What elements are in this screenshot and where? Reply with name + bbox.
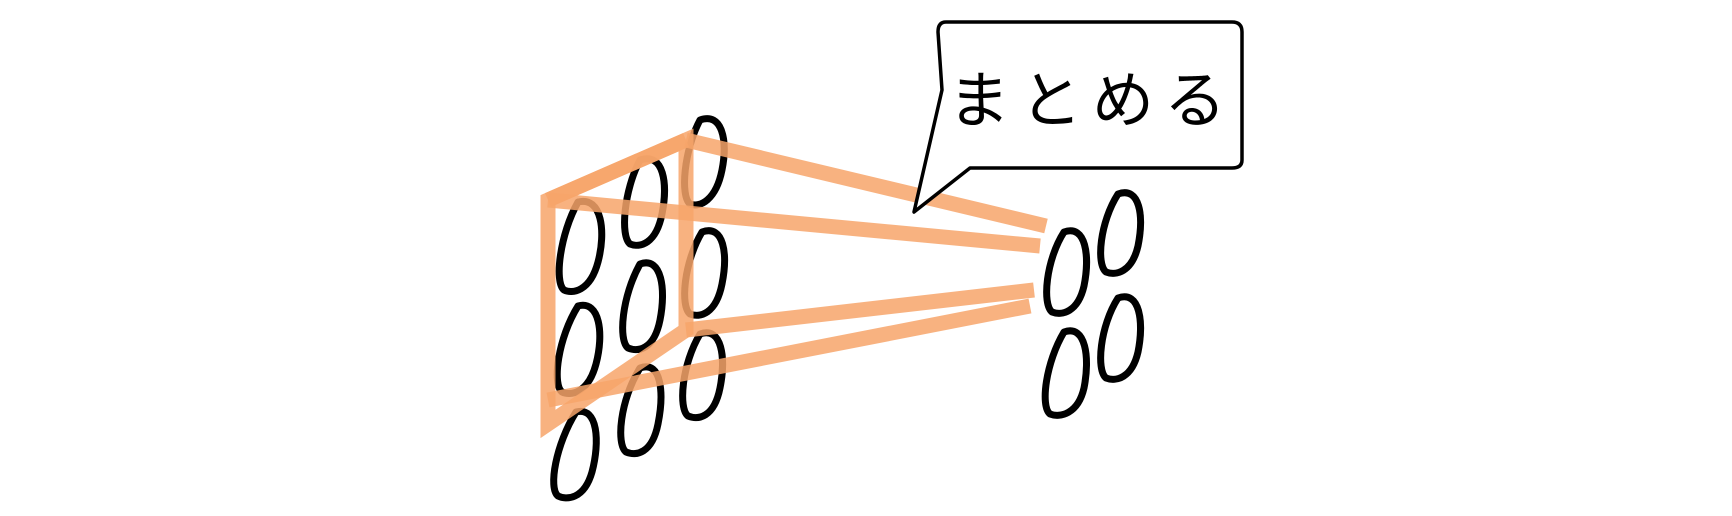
output-item-r1-c2 bbox=[1097, 189, 1144, 277]
grouping-line-top-front bbox=[547, 192, 1041, 254]
output-item-r2-c2 bbox=[1097, 293, 1144, 383]
input-item-r3-c1 bbox=[550, 407, 600, 502]
speech-bubble: まとめる bbox=[912, 20, 1244, 214]
speech-bubble-outline bbox=[912, 20, 1244, 214]
grouping-band bbox=[540, 128, 1048, 439]
grouping-line-top-back bbox=[684, 132, 1048, 234]
output-item-r2-c1 bbox=[1041, 327, 1090, 419]
grouping-line-bottom-back bbox=[685, 282, 1035, 338]
speech-bubble-text: まとめる bbox=[948, 64, 1236, 137]
output-item-r1-c1 bbox=[1043, 227, 1090, 317]
input-item-r1-c1 bbox=[555, 197, 606, 296]
input-cluster bbox=[550, 115, 728, 502]
input-item-r2-c1 bbox=[553, 301, 604, 398]
output-cluster bbox=[1041, 189, 1144, 419]
grouping-window-back-top-edge bbox=[545, 133, 689, 207]
input-item-r2-c2 bbox=[619, 259, 666, 354]
grouping-line-bottom-front bbox=[546, 298, 1032, 408]
